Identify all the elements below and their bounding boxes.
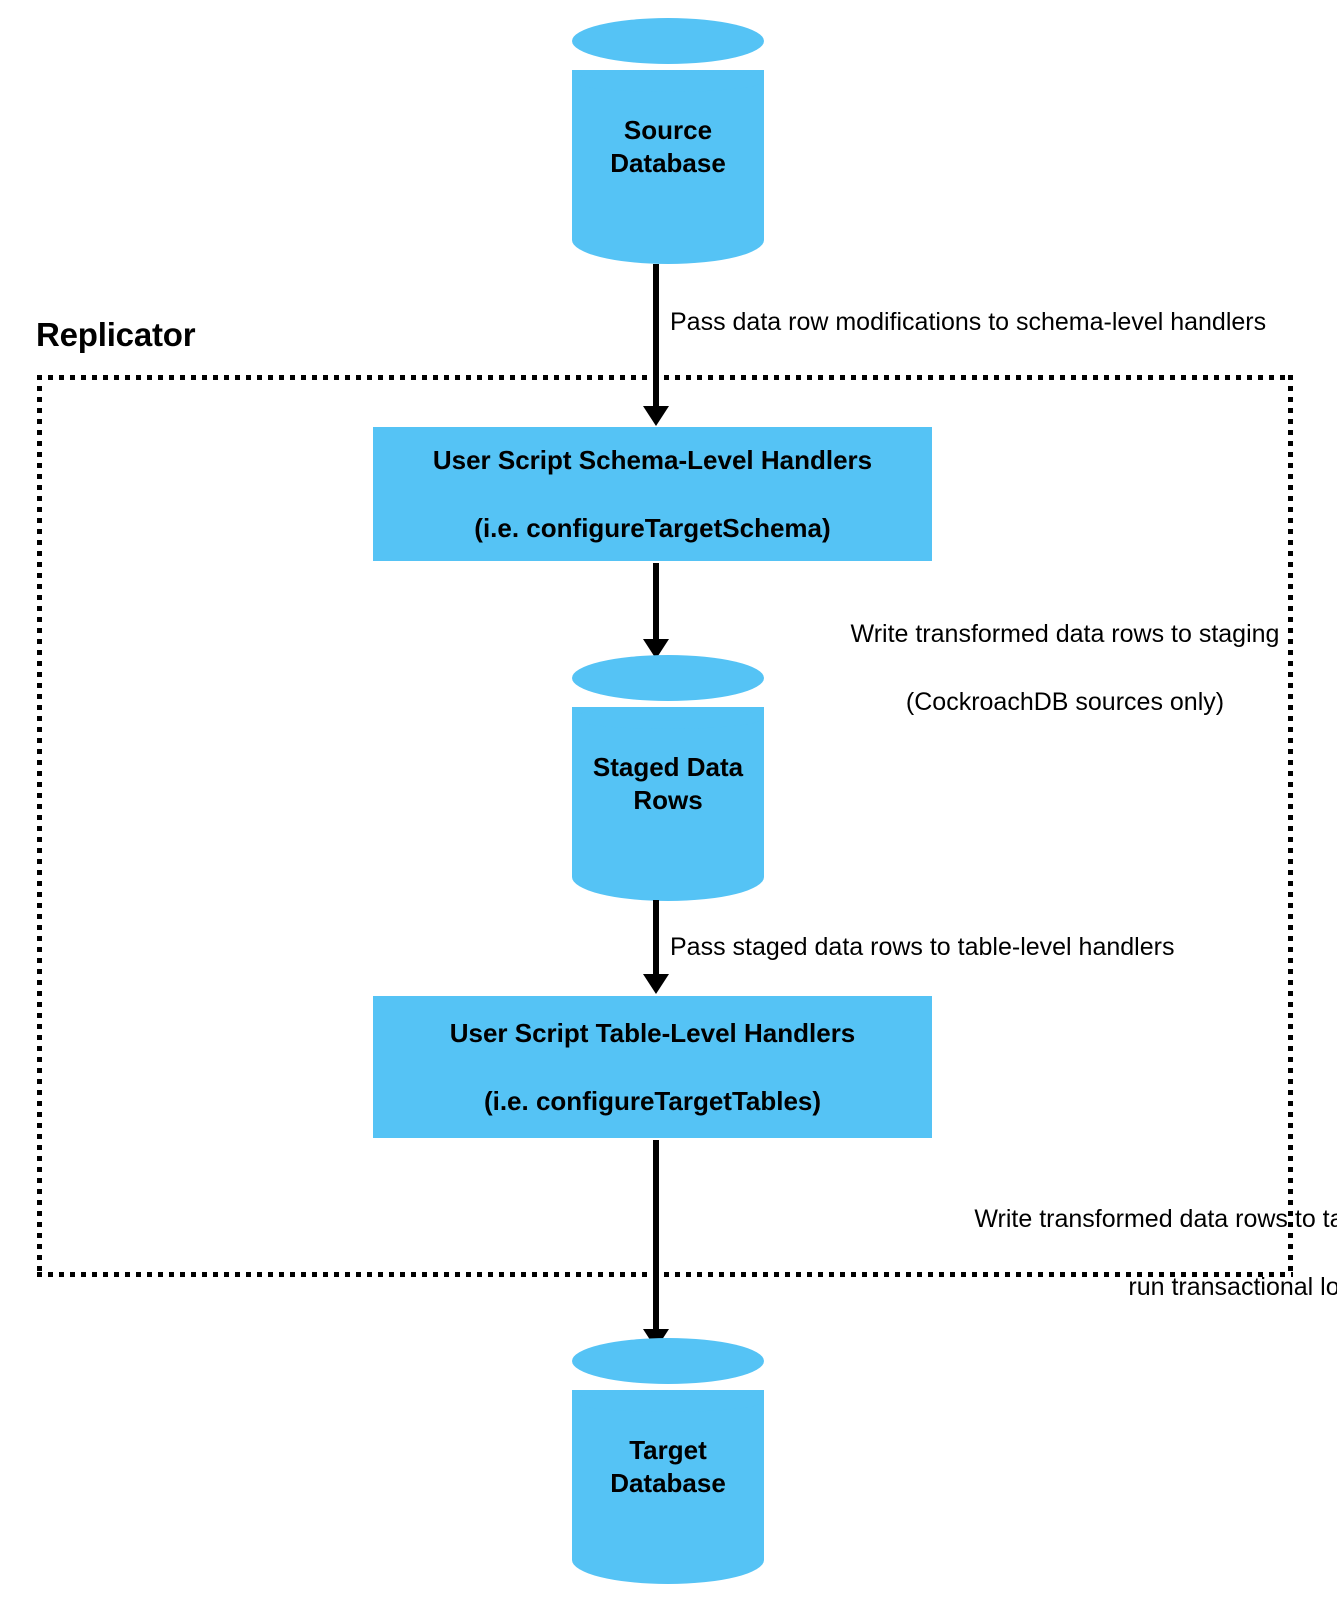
node-label-table-level-handlers: User Script Table-Level Handlers (i.e. c… [450,981,856,1153]
edge-label-staging-to-table-handlers: Pass staged data rows to table-level han… [670,933,1175,961]
replicator-boundary [37,375,1293,1277]
arrow-table-handlers-to-target [643,1140,669,1349]
boundary-edge-right [1288,375,1293,1277]
edge-label-line-2: (CockroachDB sources only) [905,688,1225,716]
cylinder-top-ellipse [572,18,764,64]
edge-label-line-1: Write transformed data rows to staging [850,620,1280,648]
edge-label-line-2: run transactional logic [1128,1273,1337,1301]
cylinder-top-ellipse [572,655,764,701]
arrow-head-icon [643,639,669,659]
cylinder-body [572,70,764,264]
node-table-level-handlers: User Script Table-Level Handlers (i.e. c… [373,996,932,1138]
edge-label-line-1: Write transformed data rows to target da… [974,1205,1337,1233]
node-label-line-2: (i.e. configureTargetSchema) [474,513,831,544]
node-label-line-2: Database [610,1468,726,1499]
node-label-line-2: (i.e. configureTargetTables) [483,1086,822,1117]
node-label-line-1: Staged Data [592,752,744,782]
node-source-database: Source Database [572,18,764,264]
node-label-line-1: Target [629,1435,707,1465]
node-label-line-1: Source [623,115,713,145]
cylinder-top-ellipse [572,1338,764,1384]
boundary-edge-left [37,375,42,1277]
node-schema-level-handlers: User Script Schema-Level Handlers (i.e. … [373,427,932,561]
node-label-line-1: User Script Schema-Level Handlers [432,444,873,475]
replicator-group-label: Replicator [36,316,196,353]
node-label-schema-level-handlers: User Script Schema-Level Handlers (i.e. … [433,408,872,580]
node-label-target-database: Target Database [572,1434,764,1501]
boundary-edge-top [37,375,1293,380]
cylinder-body [572,1390,764,1584]
arrow-head-icon [643,406,669,426]
arrow-schema-handlers-to-staging [643,563,669,659]
node-label-line-2: Rows [633,785,703,816]
node-label-source-database: Source Database [572,114,764,181]
arrow-staging-to-table-handlers [643,900,669,994]
arrow-head-icon [643,974,669,994]
edge-label-source-to-schema-handlers: Pass data row modifications to schema-le… [670,308,1267,336]
arrow-source-to-schema-handlers [643,264,669,426]
node-label-staged-data-rows: Staged Data Rows [572,751,764,818]
node-label-line-2: Database [610,148,726,179]
edge-label-schema-handlers-to-staging: Write transformed data rows to staging (… [670,583,1337,753]
cylinder-body [572,707,764,901]
node-label-line-1: User Script Table-Level Handlers [449,1017,856,1048]
node-target-database: Target Database [572,1338,764,1584]
boundary-edge-bottom [37,1272,1293,1277]
edge-label-table-handlers-to-target: Write transformed data rows to target da… [670,1168,1337,1338]
node-staged-data-rows: Staged Data Rows [572,655,764,901]
